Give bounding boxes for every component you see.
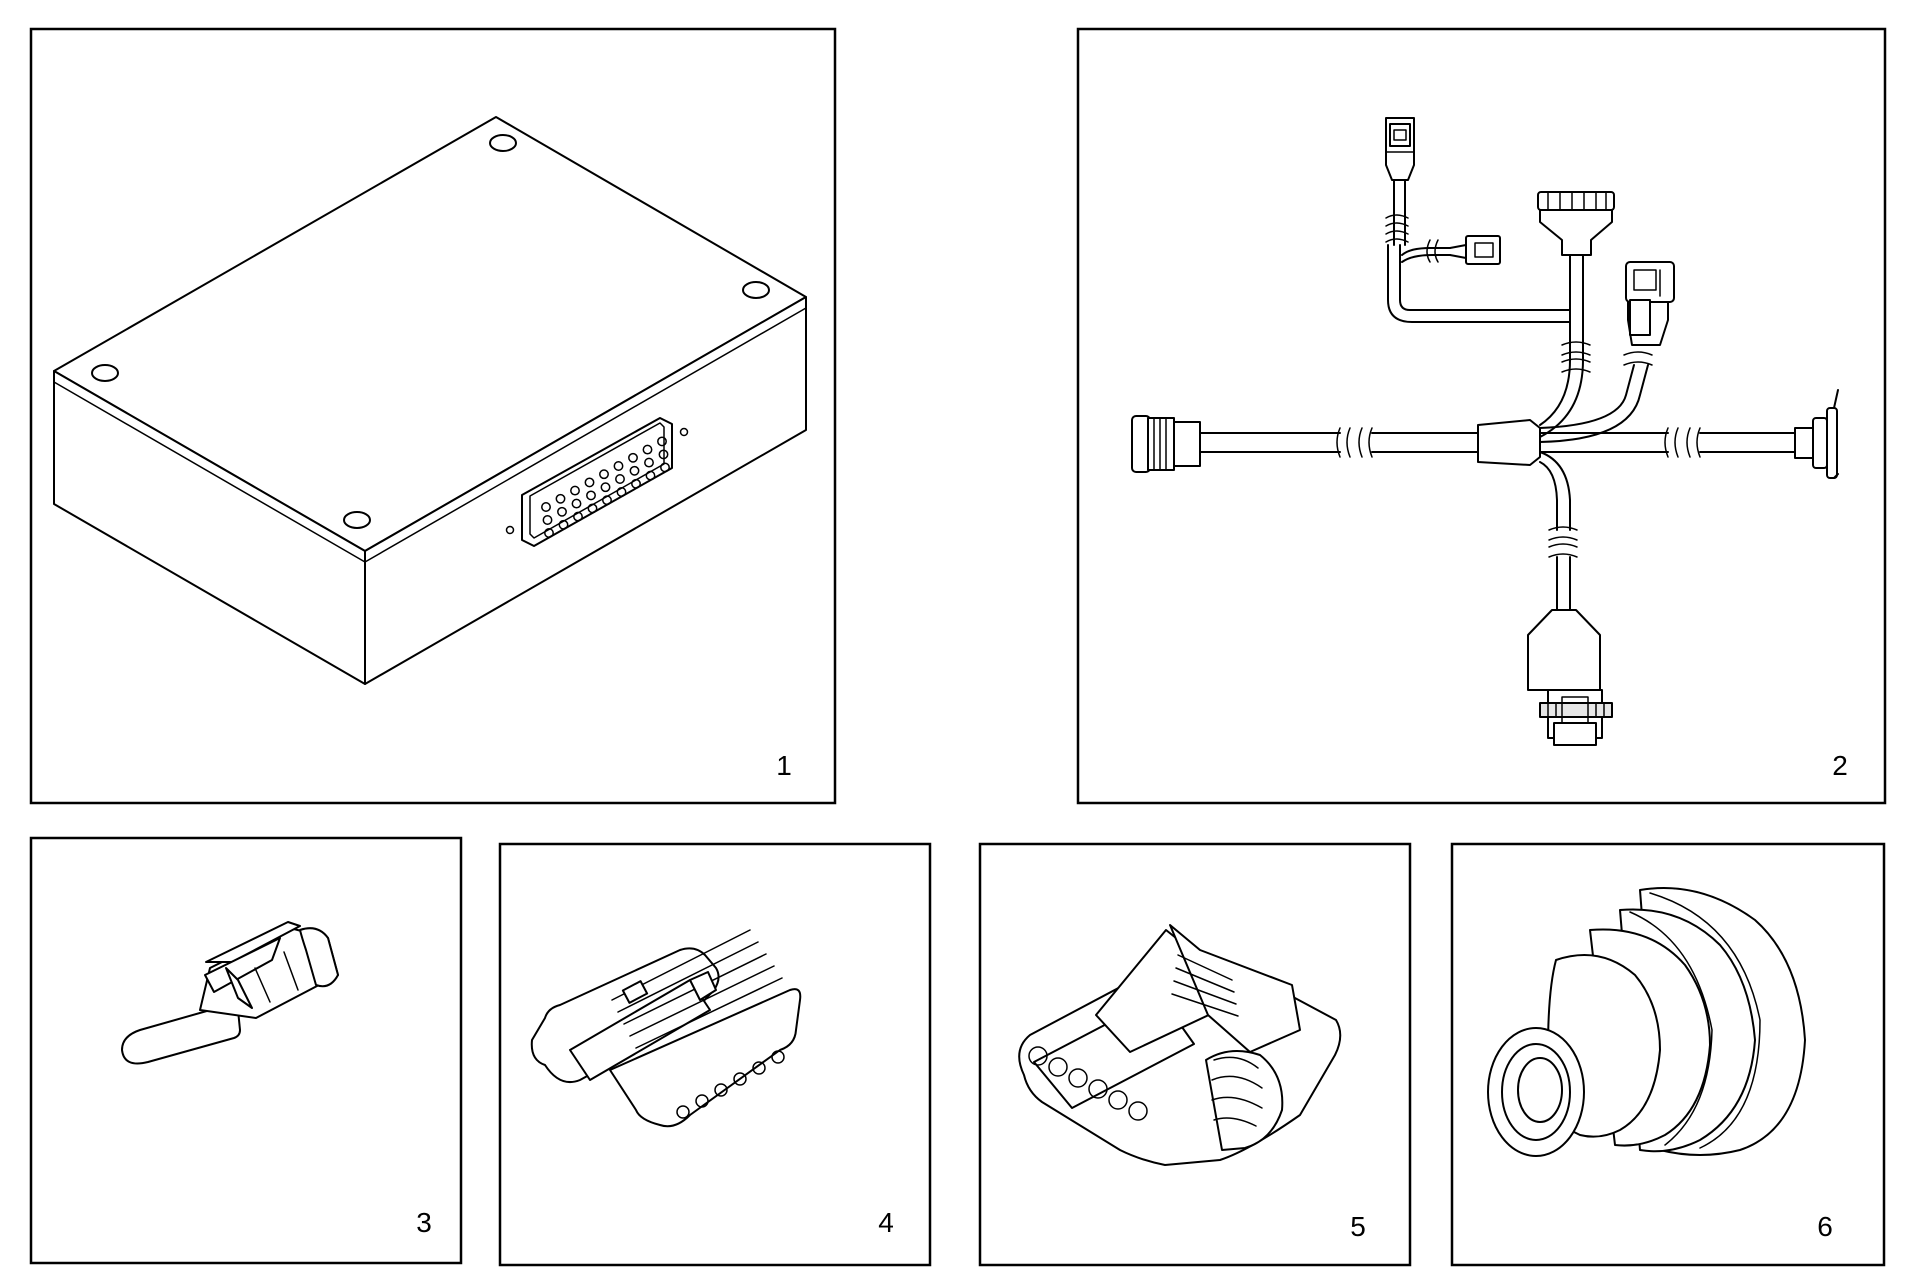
- panel-connector-male: 4: [498, 842, 932, 1267]
- socket-pin-hole: [584, 477, 595, 488]
- socket-pin-hole: [615, 474, 625, 484]
- harness-connector-right-upper: [1625, 261, 1675, 346]
- panel-seal: 6: [1450, 842, 1886, 1267]
- part-number-3: 3: [416, 1207, 432, 1238]
- connector-pin-hole: [1068, 1068, 1088, 1088]
- connector-pin-hole: [695, 1094, 709, 1108]
- socket-pin-hole: [602, 495, 612, 506]
- connector-pin-hole: [1108, 1090, 1128, 1110]
- cable-seal: [1487, 887, 1806, 1157]
- module-connector-socket: [505, 417, 689, 547]
- socket-pin-hole: [645, 470, 656, 481]
- connector-pin-hole: [714, 1083, 728, 1097]
- panel-terminal: 3: [29, 836, 463, 1265]
- socket-pin-hole: [573, 511, 583, 522]
- connector-pin-hole: [1088, 1079, 1108, 1099]
- connector-female-6way: [1018, 924, 1342, 1166]
- socket-pin-hole: [657, 436, 667, 447]
- harness-connector-bottom: [1527, 609, 1613, 746]
- socket-pin-hole: [557, 506, 567, 517]
- connector-pin-hole: [752, 1061, 766, 1075]
- socket-pin-hole: [558, 519, 569, 530]
- socket-pin-hole: [600, 482, 611, 493]
- connector-pin-hole: [1128, 1101, 1148, 1121]
- harness-connector-left: [1131, 415, 1201, 473]
- mounting-hole: [742, 281, 770, 299]
- connector-pin-hole: [1028, 1046, 1048, 1066]
- terminal-pin: [121, 921, 339, 1065]
- panel-wiring-harness: 2: [1076, 27, 1887, 805]
- connector-pin-hole: [676, 1105, 690, 1119]
- socket-pin-hole: [570, 485, 580, 496]
- part-number-5: 5: [1350, 1211, 1366, 1242]
- harness-connector-top-left: [1385, 117, 1415, 246]
- socket-pin-hole: [544, 528, 554, 538]
- harness-junction: [1477, 419, 1541, 466]
- socket-pin-hole: [629, 465, 640, 476]
- part-number-4: 4: [878, 1207, 894, 1238]
- socket-pin-hole: [631, 478, 641, 489]
- socket-pin-hole: [660, 462, 670, 473]
- mounting-hole: [343, 511, 371, 529]
- part-number-6: 6: [1817, 1211, 1833, 1242]
- socket-pin-hole: [555, 493, 566, 504]
- part-number-2: 2: [1832, 750, 1848, 781]
- socket-pin-hole: [658, 449, 669, 460]
- connector-pin-hole: [771, 1050, 785, 1064]
- harness-connector-flying-lead: [1401, 235, 1501, 265]
- socket-pin-hole: [613, 461, 624, 471]
- mounting-hole: [489, 134, 517, 152]
- connector-pin-hole: [1048, 1057, 1068, 1077]
- panel-control-module: 1: [29, 27, 837, 805]
- part-number-1: 1: [776, 750, 792, 781]
- connector-pin-hole: [733, 1072, 747, 1086]
- connector-male-6way: [530, 929, 802, 1128]
- socket-pin-hole: [642, 444, 653, 455]
- panel-connector-female: 5: [978, 842, 1412, 1267]
- socket-pin-hole: [599, 469, 609, 480]
- socket-pin-hole: [586, 490, 596, 501]
- control-module-box: [53, 116, 807, 685]
- harness-connector-right: [1794, 389, 1839, 479]
- socket-pin-hole: [571, 498, 582, 509]
- socket-pin-hole: [541, 502, 551, 512]
- socket-pin-hole: [542, 515, 553, 525]
- socket-pin-hole: [616, 487, 627, 497]
- mounting-hole: [91, 364, 119, 382]
- harness-connector-top-round: [1537, 191, 1615, 256]
- wiring-harness: [1131, 117, 1839, 746]
- socket-pin-hole: [587, 503, 598, 514]
- socket-pin-hole: [644, 457, 654, 468]
- socket-pin-hole: [628, 452, 638, 463]
